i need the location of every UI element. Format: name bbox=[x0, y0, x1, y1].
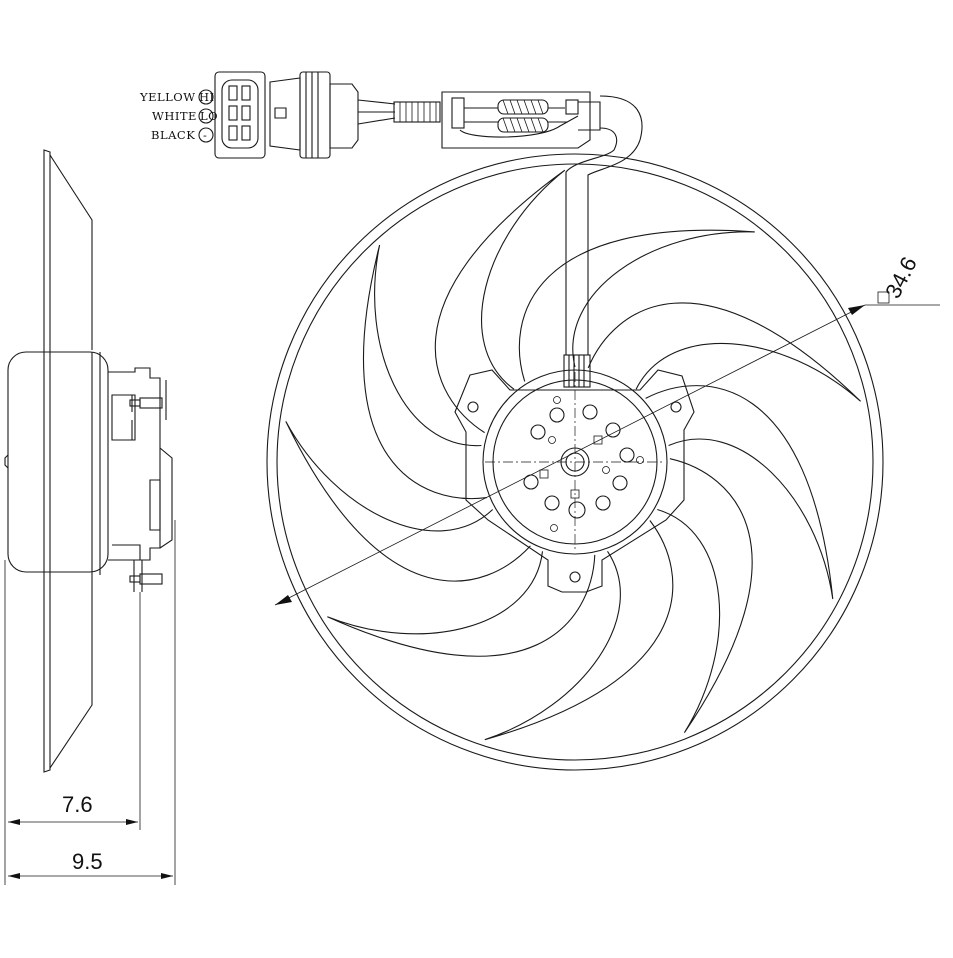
pin-label-hi: HI bbox=[199, 90, 215, 104]
wire-label-yellow: YELLOW bbox=[139, 90, 196, 104]
pin-hi-circle bbox=[198, 89, 214, 105]
shroud-flange bbox=[49, 154, 93, 769]
fan-blade bbox=[362, 244, 487, 500]
connector-face bbox=[214, 71, 266, 159]
motor-body-side bbox=[7, 351, 109, 573]
shroud-side-outline bbox=[43, 149, 51, 773]
cable-run bbox=[587, 95, 643, 355]
bolt-upper bbox=[139, 397, 163, 409]
fan-blade bbox=[484, 520, 674, 741]
wire-harness bbox=[198, 71, 643, 355]
square-diameter-icon bbox=[877, 291, 890, 304]
fan-blades bbox=[285, 169, 861, 741]
wire-entry bbox=[563, 354, 591, 388]
diameter-label: 34.6 bbox=[880, 253, 922, 303]
hub-mount-plate bbox=[454, 369, 695, 593]
side-dimensions: 7.6 9.5 bbox=[4, 520, 176, 885]
shroud-inner-ring bbox=[276, 163, 874, 761]
pin-lo-circle bbox=[198, 108, 214, 124]
pin-label-lo: LO bbox=[200, 109, 218, 123]
fan-blade bbox=[587, 302, 861, 402]
fan-blade bbox=[518, 229, 755, 382]
fan-blade bbox=[434, 169, 566, 434]
wire-label-black: BLACK bbox=[151, 128, 195, 142]
side-view bbox=[4, 149, 173, 773]
wire-label-white: WHITE bbox=[152, 109, 197, 123]
depth-total-label: 9.5 bbox=[72, 849, 103, 874]
hub-outer bbox=[482, 369, 668, 555]
resistor-module bbox=[441, 91, 591, 149]
pin-label-ground: - bbox=[203, 128, 207, 142]
fan-blade bbox=[645, 385, 834, 600]
shroud-outer-ring bbox=[266, 153, 884, 771]
bolt-lower bbox=[139, 573, 163, 585]
wire-labels: YELLOW WHITE BLACK HI LO - bbox=[139, 90, 218, 142]
front-view bbox=[266, 153, 884, 771]
depth-body-label: 7.6 bbox=[62, 792, 93, 817]
fan-blade bbox=[657, 458, 753, 734]
wire-sleeve bbox=[393, 101, 441, 123]
motor-mount-side bbox=[108, 367, 161, 561]
fan-blade bbox=[285, 421, 531, 582]
fan-blade bbox=[327, 551, 596, 657]
pin-ground-circle bbox=[198, 127, 214, 143]
